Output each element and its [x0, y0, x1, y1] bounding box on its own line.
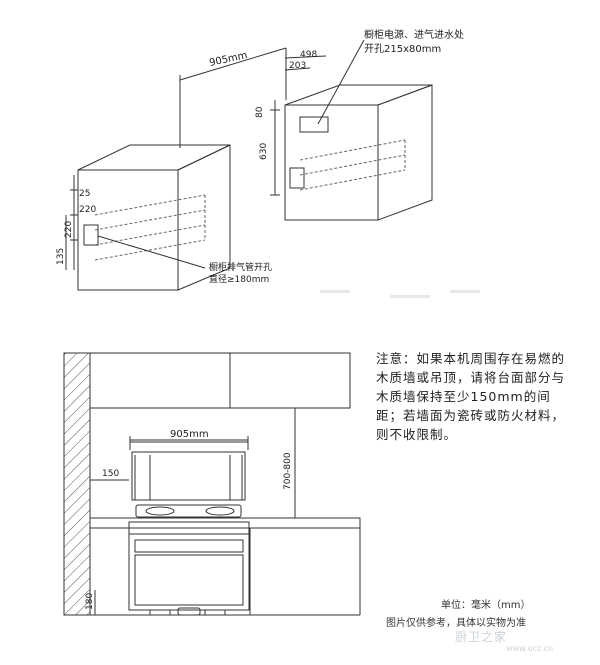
power-gas-water-opening — [299, 116, 329, 133]
left-dimension-lines — [65, 175, 78, 270]
watermark-logo-text: 厨卫之家 — [455, 630, 508, 644]
dim-right-top-2: 203 — [289, 61, 306, 71]
upper-cabinet-left — [89, 352, 231, 409]
upper-cabinet-right — [229, 352, 351, 409]
callout-bottom-leader — [97, 235, 206, 269]
right-cabinet — [284, 84, 433, 221]
bottom-elevation-diagram — [63, 352, 361, 616]
countertop — [89, 517, 361, 529]
disclaimer: 图片仅供参考，具体以实物为准 — [386, 618, 526, 629]
installation-note: 注意：如果本机周围存在易燃的木质墙或吊顶，请将台面部分与木质墙保持至少150mm… — [376, 351, 566, 442]
top-isometric-diagram — [65, 39, 433, 291]
callout-top-line2: 开孔215x80mm — [364, 43, 441, 55]
dim-left-4: 220 — [64, 221, 74, 238]
dim-left-1: 25 — [79, 189, 90, 199]
base-height-label: 180 — [85, 593, 95, 610]
exhaust-opening — [83, 224, 99, 246]
watermark-url: www.ucz.cn — [506, 644, 554, 653]
dim-right-side-2: 630 — [259, 143, 269, 160]
side-gap-label: 150 — [102, 469, 119, 479]
callout-top-leader — [317, 39, 365, 125]
height-range-label: 700-800 — [283, 452, 293, 490]
top-width-label: 905mm — [208, 50, 248, 69]
dim-right-top-1: 498 — [300, 50, 317, 60]
unit-label: 单位：毫米（mm） — [441, 600, 531, 611]
callout-bottom-line2: 直径≥180mm — [209, 273, 269, 285]
top-width-dimension — [179, 47, 287, 148]
dim-right-side-1: 80 — [255, 106, 265, 118]
left-cabinet — [77, 144, 231, 291]
callout-bottom-line1: 橱柜排气管开孔 — [209, 261, 272, 273]
callout-top-line1: 橱柜电源、进气进水处 — [364, 28, 464, 41]
side-wall-hatched — [63, 352, 91, 616]
side-opening — [289, 167, 305, 189]
dim-left-3: 135 — [56, 248, 66, 265]
right-dimension-lines — [270, 55, 327, 196]
background-watermark-streaks — [320, 290, 480, 298]
dim-left-2: 220 — [79, 205, 96, 215]
stove-width-label: 905mm — [170, 429, 209, 440]
